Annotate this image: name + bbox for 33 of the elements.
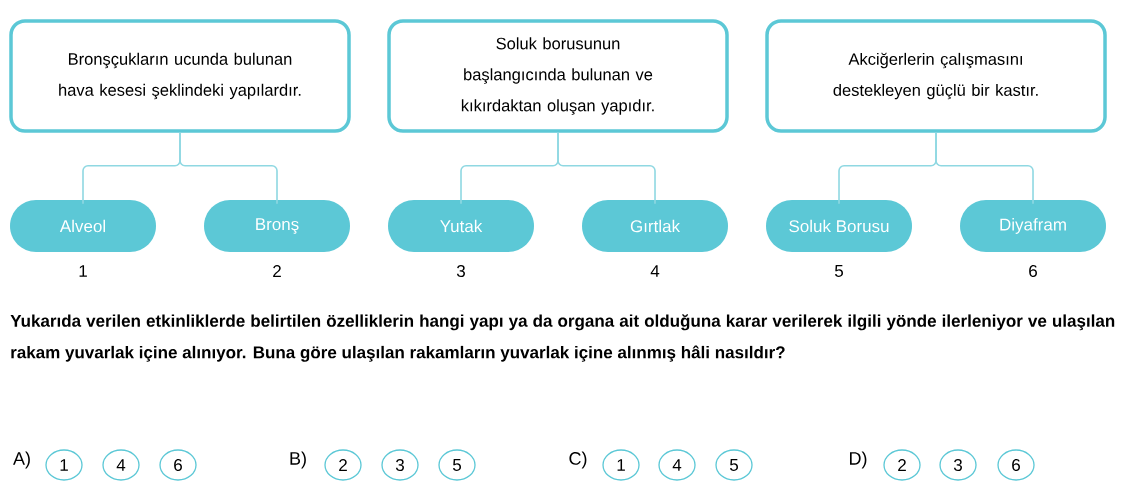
text-box: Bronşçukların ucunda bulunan hava kesesi şeklindeki yapılardır. bbox=[9, 19, 351, 133]
pill-button: Yutak bbox=[388, 200, 534, 252]
number-label: 1 bbox=[79, 265, 87, 277]
connector-line bbox=[179, 131, 278, 205]
circled-number: 5 bbox=[715, 449, 753, 481]
connector-line bbox=[935, 131, 1034, 205]
circled-number: 1 bbox=[45, 449, 83, 481]
number-label: 2 bbox=[273, 265, 281, 277]
circled-number: 2 bbox=[324, 449, 362, 481]
circled-number: 2 bbox=[883, 449, 921, 481]
number-label: 6 bbox=[1029, 265, 1037, 277]
text-box: Akciğerlerin çalışmasını destekleyen güçlü bir kastır. bbox=[765, 19, 1107, 133]
question-text: Yukarıda verilen etkinliklerde belirtilen özelliklerin hangi yapı ya da organa ait olduğuna karar verilerek ilgili yönde ilerleniyor ve ulaşılan rakam yuvarlak içine alınıyor. Buna göre ulaşılan rakamların yuvarlak içine alınmış hâli nasıldır? bbox=[10, 314, 1115, 362]
pill-button: Soluk Borusu bbox=[766, 200, 912, 252]
circled-number: 3 bbox=[939, 449, 977, 481]
option-letter: B) bbox=[290, 451, 306, 469]
circled-number: 1 bbox=[602, 449, 640, 481]
connector-line bbox=[557, 131, 656, 205]
number-label: 5 bbox=[834, 265, 843, 277]
circled-number: 6 bbox=[997, 449, 1035, 481]
pill-button: Bronş bbox=[204, 200, 350, 252]
number-label: 4 bbox=[650, 265, 660, 277]
number-label: 3 bbox=[456, 265, 465, 277]
circled-number: 3 bbox=[381, 449, 419, 481]
pill-button: Diyafram bbox=[960, 200, 1106, 252]
circled-number: 6 bbox=[159, 449, 197, 481]
text-box: Soluk borusunun başlangıcında bulunan ve kıkırdaktan oluşan yapıdır. bbox=[387, 19, 729, 133]
circled-number: 4 bbox=[102, 449, 140, 481]
circled-number: 5 bbox=[438, 449, 476, 481]
pill-button: Alveol bbox=[10, 200, 156, 252]
option-letter: D) bbox=[850, 451, 867, 469]
circled-number: 4 bbox=[658, 449, 696, 481]
pill-button: Gırtlak bbox=[582, 200, 728, 252]
